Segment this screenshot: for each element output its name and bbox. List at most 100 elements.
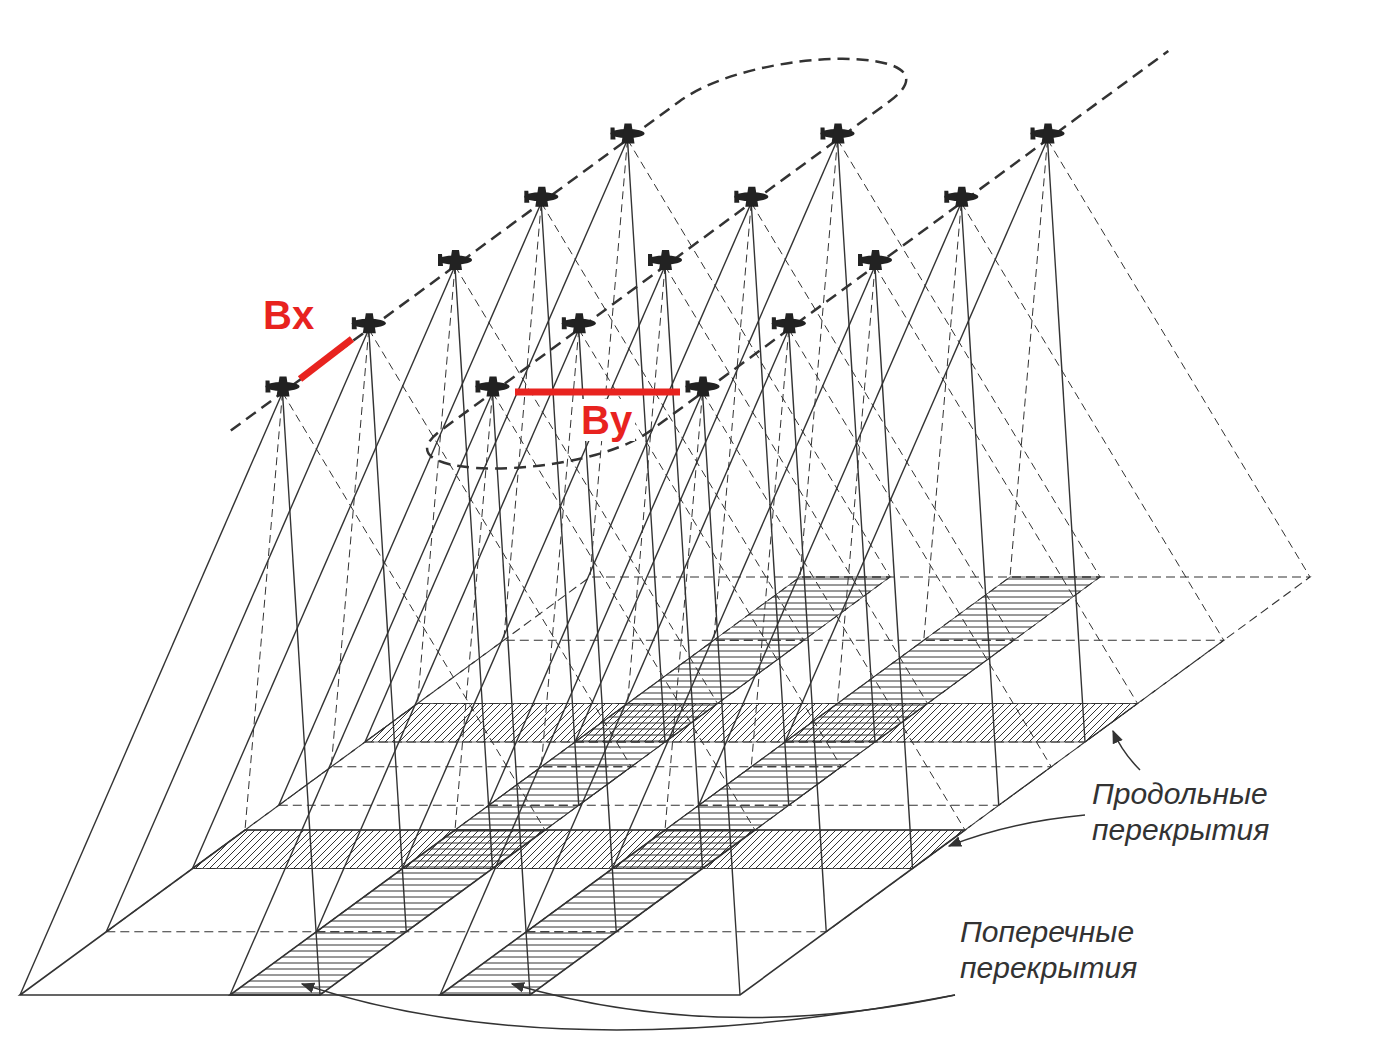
view-ray [751,203,789,806]
aircraft-tail [611,128,616,140]
view-ray [1048,140,1311,578]
leader-arrow [1113,731,1140,770]
view-ray [20,393,283,996]
baseline-label: By [578,399,635,441]
aircraft-tail [266,381,271,393]
aircraft-icon [734,187,768,207]
view-ray [961,203,999,806]
frame-footprint [613,704,1138,869]
frame-footprint [440,830,965,995]
aircraft-wing [1042,124,1055,144]
view-ray [541,203,804,641]
view-ray [789,329,1052,767]
view-ray [455,266,718,704]
frame-footprint [403,704,928,869]
view-ray [838,266,876,704]
view-ray [875,266,1138,704]
aircraft-icon [524,187,558,207]
view-ray [703,393,741,996]
aircraft-icon [438,250,472,270]
view-ray [665,266,703,869]
aircraft-icon [821,124,855,144]
overlap-band [193,830,966,869]
view-ray [440,393,703,996]
photo-pyramid [699,203,1224,806]
photo-pyramid [489,203,1014,806]
photo-pyramid [279,203,804,806]
view-ray [751,203,1014,641]
view-ray [455,266,493,869]
aircraft-wing [363,313,376,333]
aircraft-tail [858,254,863,266]
aircraft-tail [772,317,777,329]
aircraft-wing [487,377,500,397]
view-ray [628,266,666,704]
view-ray [665,266,928,704]
photo-pyramid [785,140,1310,743]
view-ray [875,266,913,869]
aircraft-icon [352,313,386,333]
aircraft-tail [1031,128,1036,140]
view-ray [628,140,891,578]
aircraft-tail [944,191,949,203]
frame-footprint [279,640,804,805]
frame-footprint [365,577,890,742]
aircraft-icon [686,377,720,397]
aircraft-wing [697,377,710,397]
leader-arrow [302,984,955,1030]
view-ray [838,140,1101,578]
view-ray [418,266,456,704]
aircraft-icon [476,377,510,397]
aircraft-wing [869,250,882,270]
base-line-by [515,389,680,396]
frame-footprint [785,577,1310,742]
view-ray [283,393,321,996]
aircraft-wing [659,250,672,270]
view-ray [526,329,789,932]
aircraft-wing [535,187,548,207]
view-ray [924,203,962,641]
aircraft-icon [266,377,300,397]
view-ray [541,203,579,806]
view-ray [665,393,703,831]
leader-arrow [949,815,1085,846]
aircraft [266,124,1065,397]
overlap-note: Поперечные перекрытия [960,914,1160,986]
view-ray [1010,140,1048,578]
aircraft-wing [449,250,462,270]
frame-footprint [526,767,1051,932]
photo-pyramid [230,393,755,996]
flight-path [231,51,1169,468]
photo-frames [20,140,1310,996]
aircraft-wing [573,313,586,333]
photo-pyramid [316,329,841,932]
photo-pyramid [106,329,631,932]
view-ray [331,329,369,767]
aircraft-icon [648,250,682,270]
photo-pyramid [440,393,965,996]
view-ray [369,329,407,932]
aircraft-wing [783,313,796,333]
view-ray [785,140,1048,743]
aircraft-tail [476,381,481,393]
frame-footprint [193,704,718,869]
leader-arrow [512,984,955,1018]
aircraft-wing [622,124,635,144]
photo-pyramid [403,266,928,869]
aircraft-tail [686,381,691,393]
view-ray [838,140,876,743]
frame-footprint [575,577,1100,742]
frame-footprint [316,767,841,932]
aircraft-wing [955,187,968,207]
aircraft-tail [524,191,529,203]
aircraft-tail [352,317,357,329]
overlap-note: Продольные перекрытия [1092,776,1292,848]
aircraft-icon [1031,124,1065,144]
view-ray [245,393,283,831]
view-ray [703,393,966,831]
base-line-bx [300,339,352,379]
aircraft-icon [858,250,892,270]
